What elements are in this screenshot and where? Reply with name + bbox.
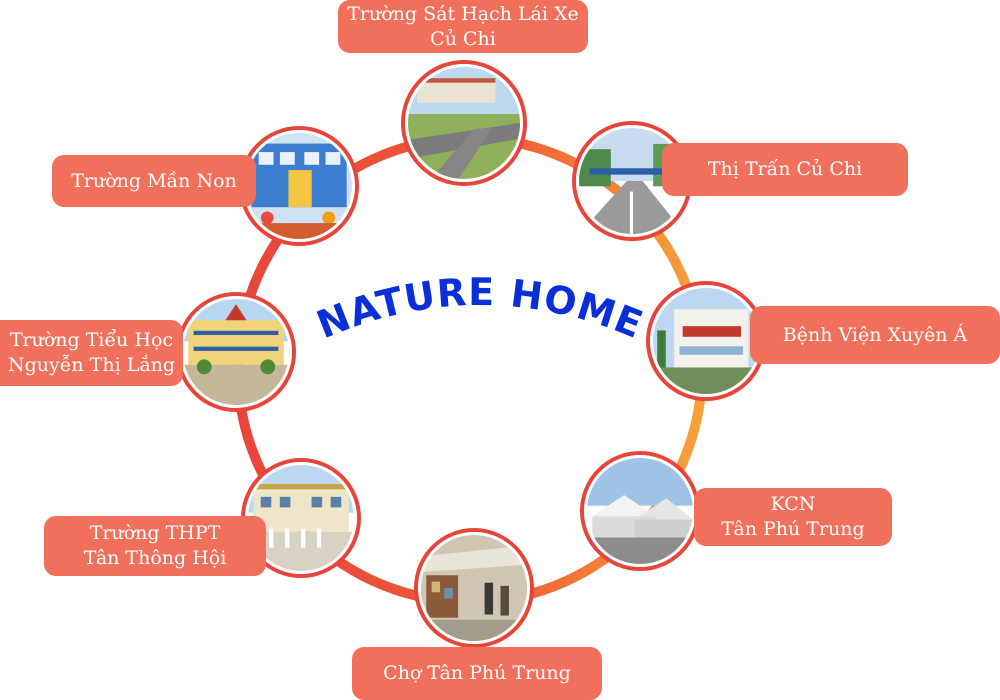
label-industrial-park-line1: KCN — [770, 493, 816, 515]
label-driving-school-line2: Củ Chi — [430, 27, 496, 50]
factory-photo — [584, 455, 696, 567]
market-stalls-photo — [418, 532, 530, 644]
driving-track-photo — [405, 64, 523, 182]
primary-school-photo — [180, 296, 292, 408]
label-hospital-line1: Bệnh Viện Xuyên Á — [782, 323, 968, 346]
label-kindergarten-line1: Trường Mần Non — [71, 169, 237, 192]
label-driving-school: Trường Sát Hạch Lái Xe Củ Chi — [338, 0, 588, 53]
label-high-school-line1: Trường THPT — [89, 522, 221, 544]
kindergarten-photo — [243, 130, 355, 242]
label-kindergarten: Trường Mần Non — [52, 155, 256, 207]
label-market: Chợ Tân Phú Trung — [352, 647, 602, 700]
label-driving-school-line1: Trường Sát Hạch Lái Xe — [347, 2, 579, 25]
label-primary-school-line1: Trường Tiểu Học — [9, 329, 174, 351]
label-industrial-park-line2: Tân Phú Trung — [721, 518, 865, 540]
town-street-photo — [576, 125, 688, 237]
label-market-line1: Chợ Tân Phú Trung — [383, 662, 571, 684]
label-hospital: Bệnh Viện Xuyên Á — [750, 306, 1000, 364]
label-town-line1: Thị Trấn Củ Chi — [707, 158, 863, 180]
hospital-building-photo — [650, 285, 762, 397]
label-primary-school-line2: Nguyễn Thị Lắng — [7, 354, 176, 376]
label-primary-school: Trường Tiểu Học Nguyễn Thị Lắng — [0, 320, 183, 386]
center-title: NATURE HOME — [311, 270, 650, 347]
center-title-text: NATURE HOME — [311, 270, 650, 347]
label-high-school-line2: Tân Thông Hội — [83, 547, 227, 569]
label-industrial-park: KCN Tân Phú Trung — [694, 488, 892, 546]
label-town: Thị Trấn Củ Chi — [662, 143, 908, 196]
label-high-school: Trường THPT Tân Thông Hội — [44, 516, 266, 576]
